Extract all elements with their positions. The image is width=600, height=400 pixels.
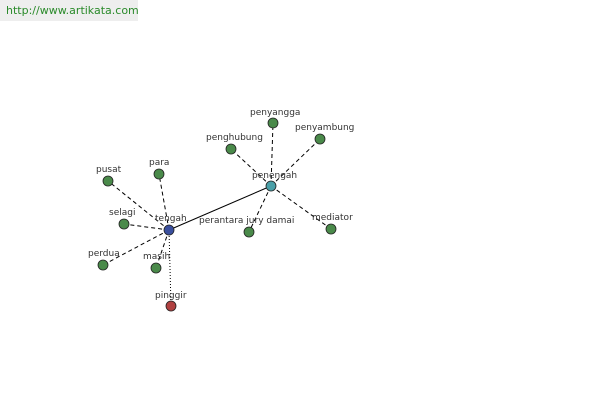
edge-penengah-penyangga <box>270 122 274 187</box>
edge-tengah-perdua <box>102 229 170 266</box>
edge-penengah-mediator <box>270 185 332 230</box>
node-tengah[interactable] <box>163 224 175 236</box>
node-selagi[interactable] <box>118 218 130 230</box>
source-url-link[interactable]: http://www.artikata.com <box>6 4 139 17</box>
node-label-penghubung[interactable]: penghubung <box>206 133 263 143</box>
node-perdua[interactable] <box>97 259 109 271</box>
node-para[interactable] <box>153 168 165 180</box>
node-label-perdua[interactable]: perdua <box>88 249 120 259</box>
edge-penengah-perantara <box>248 185 272 233</box>
node-label-tengah[interactable]: tengah <box>155 214 187 224</box>
edge-tengah-para <box>158 173 170 231</box>
edge-tengah-selagi <box>123 223 170 231</box>
node-penengah[interactable] <box>265 180 277 192</box>
node-label-penyambung[interactable]: penyambung <box>295 123 354 133</box>
edge-penengah-penyambung <box>270 138 321 187</box>
node-pusat[interactable] <box>102 175 114 187</box>
edge-tengah-penengah <box>168 185 272 231</box>
node-label-pusat[interactable]: pusat <box>96 165 122 175</box>
edge-tengah-pinggir <box>168 229 172 307</box>
node-masih[interactable] <box>150 262 162 274</box>
node-pinggir[interactable] <box>165 300 177 312</box>
node-label-masih[interactable]: masih <box>143 252 170 262</box>
node-label-penyangga[interactable]: penyangga <box>250 108 300 118</box>
node-label-mediator[interactable]: mediator <box>312 213 353 223</box>
node-label-perantara[interactable]: perantara jury damai <box>199 216 294 226</box>
node-label-penengah[interactable]: penengah <box>252 171 297 181</box>
node-label-para[interactable]: para <box>149 158 169 168</box>
labels-layer: tengah penengah pusat para selagi perdua masih… <box>88 108 354 301</box>
edge-tengah-pusat <box>107 180 170 231</box>
node-label-selagi[interactable]: selagi <box>109 208 135 218</box>
node-label-pinggir[interactable]: pinggir <box>155 291 187 301</box>
source-url-banner: http://www.artikata.com <box>0 0 139 21</box>
node-penyambung[interactable] <box>314 133 326 145</box>
edge-tengah-masih <box>155 229 170 269</box>
nodes-layer <box>97 117 337 312</box>
node-mediator[interactable] <box>325 223 337 235</box>
edge-penengah-penghubung <box>230 148 272 187</box>
node-penghubung[interactable] <box>225 143 237 155</box>
node-perantara[interactable] <box>243 226 255 238</box>
edges-layer <box>102 122 332 307</box>
node-penyangga[interactable] <box>267 117 279 129</box>
